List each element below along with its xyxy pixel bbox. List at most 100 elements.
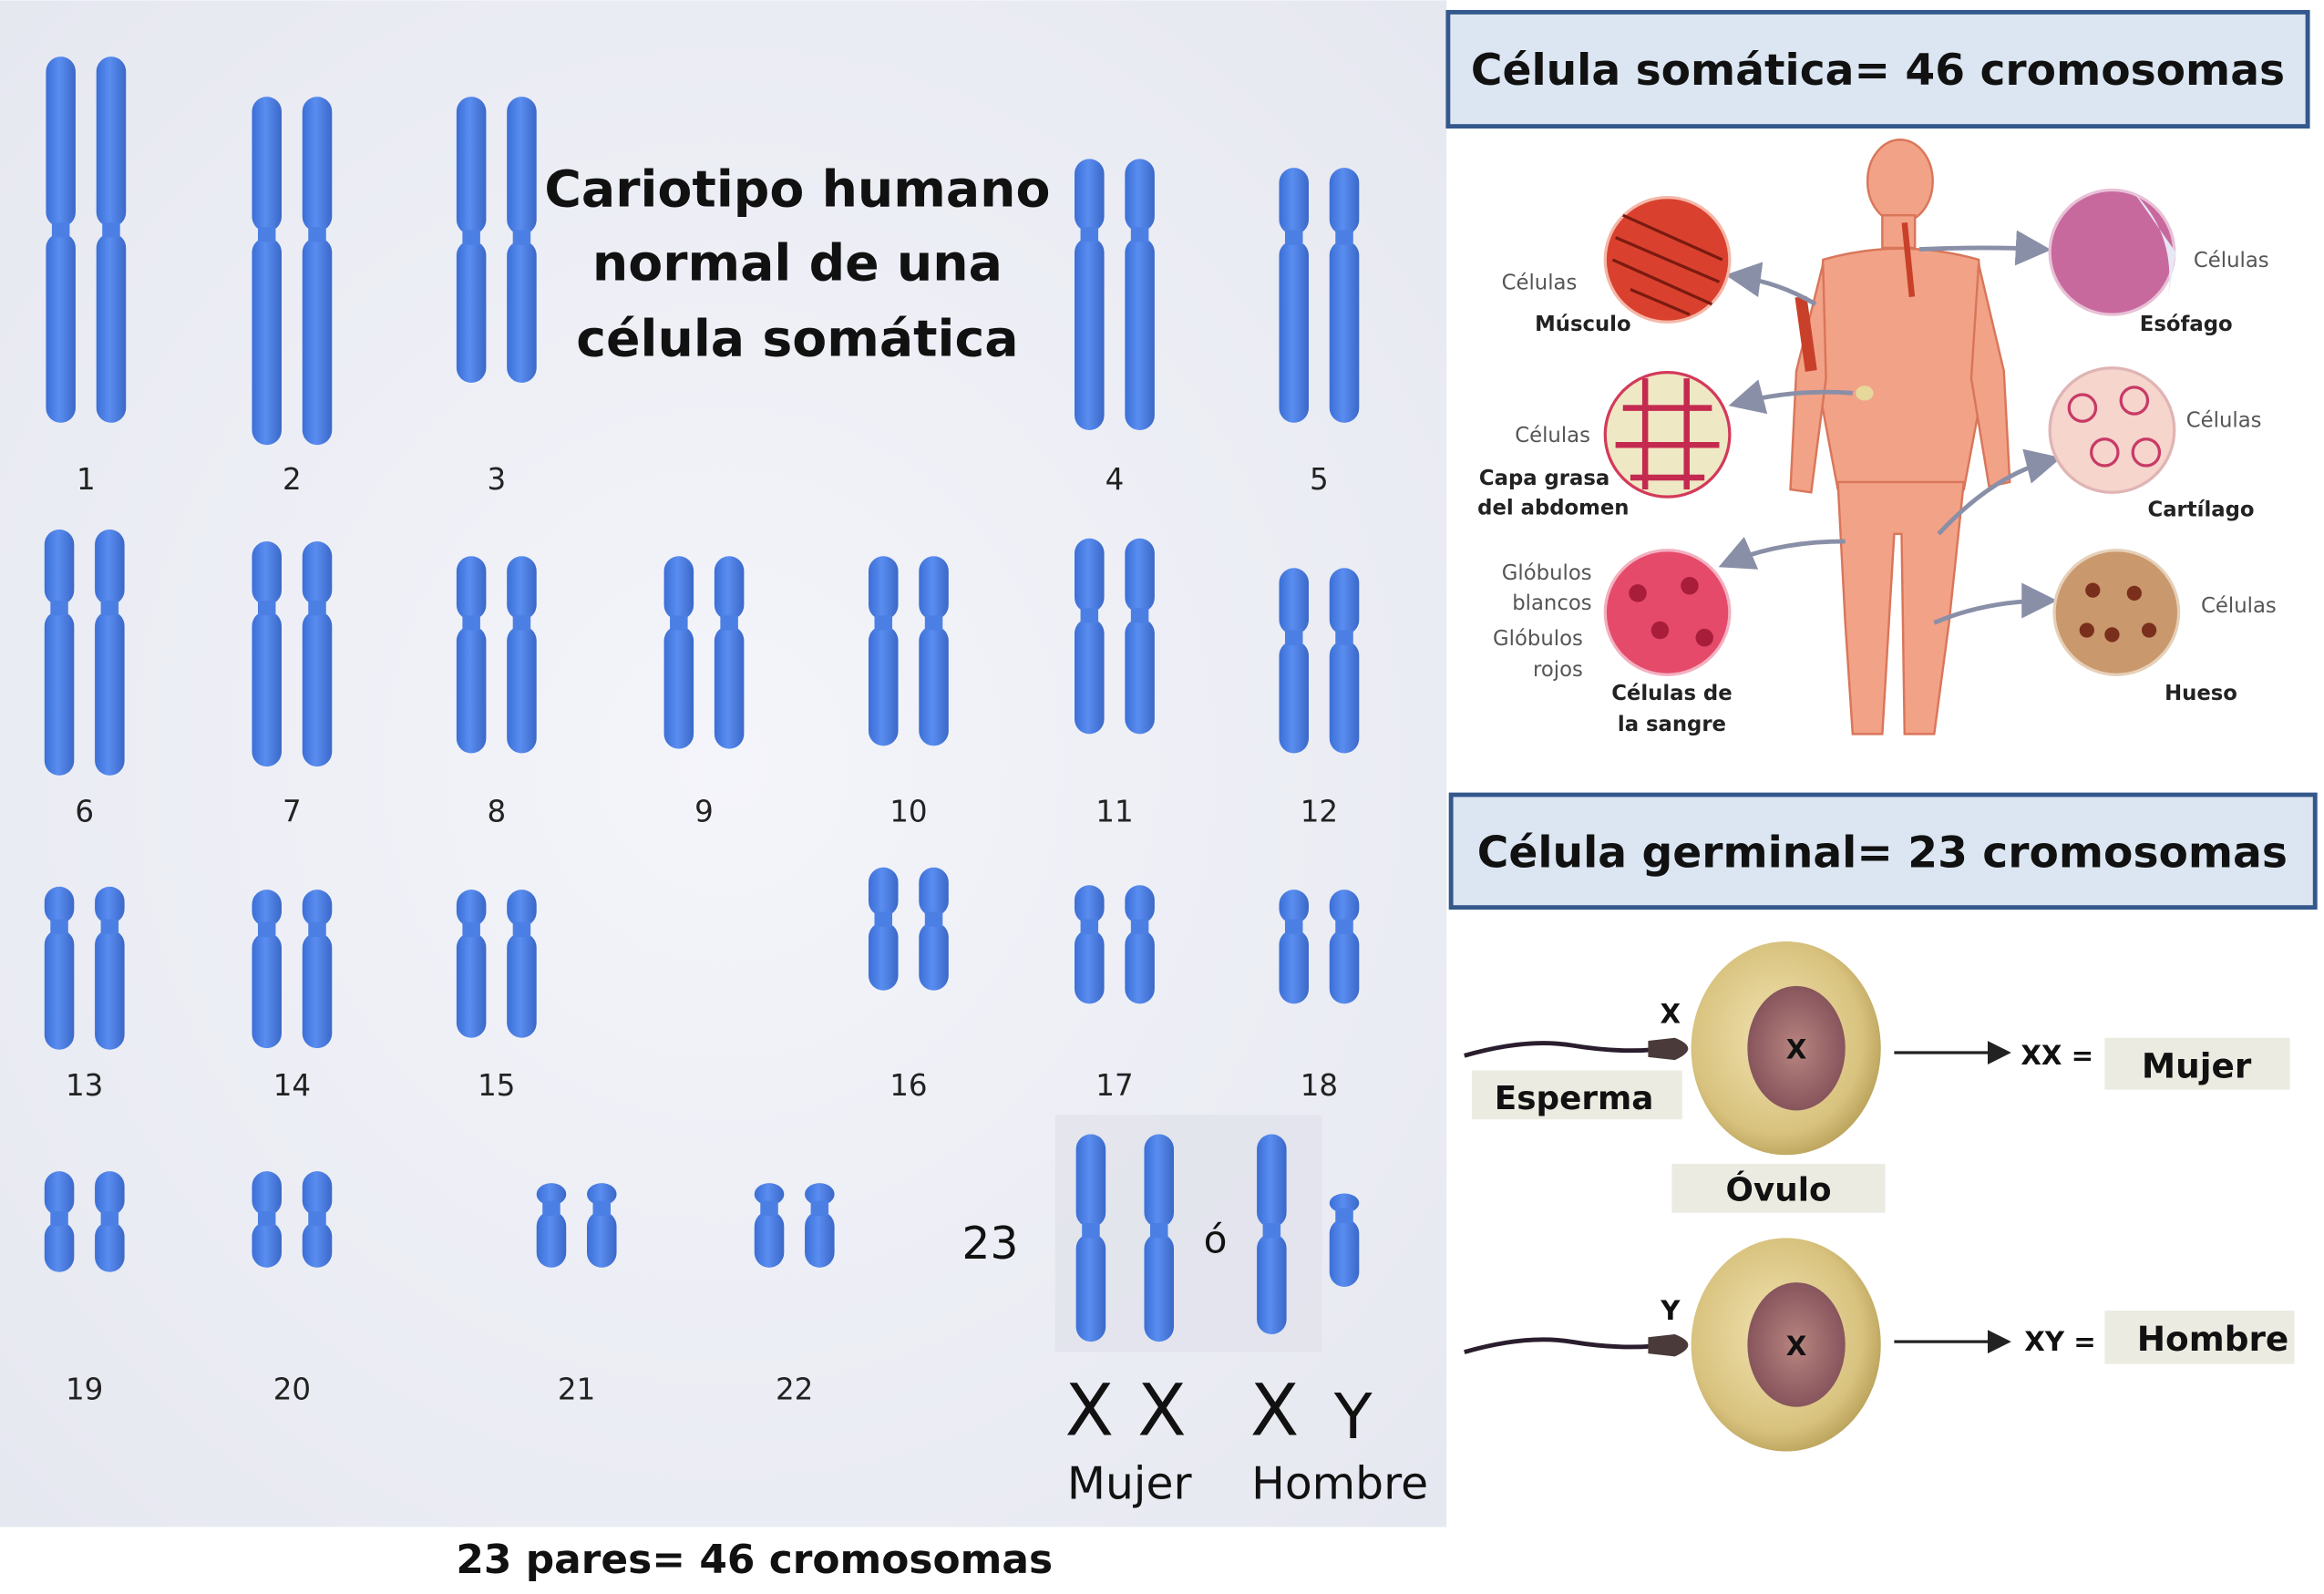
chromatid-short-arm	[587, 1183, 617, 1206]
blood-tissue-circle	[1603, 549, 1732, 676]
chromatid-short-arm	[714, 556, 745, 621]
fat-name-2: del abdomen	[1477, 497, 1629, 520]
pair-label: 2	[283, 462, 302, 497]
centromere	[720, 615, 738, 631]
germinal-title-box	[1448, 792, 2318, 910]
chromatid-long-arm	[456, 625, 487, 754]
centromere	[50, 601, 68, 616]
chromatid-long-arm	[95, 611, 125, 776]
chromosome-18-b	[1329, 890, 1360, 1004]
cartilage-cells-label: Células	[2186, 409, 2262, 433]
chromatid-short-arm	[46, 57, 76, 228]
chromosome-x-female-1	[1075, 1134, 1106, 1342]
karyotype-title-line-2: normal de una	[592, 235, 1003, 293]
chromatid-long-arm	[95, 1221, 125, 1272]
ovum-chromosome-label: X	[1786, 1034, 1807, 1065]
chromosome-x-female-2	[1144, 1134, 1175, 1342]
centromere	[1262, 1223, 1281, 1239]
muscle-name: Músculo	[1535, 313, 1631, 336]
chromosome-7-b	[302, 540, 333, 767]
fat-tissue-circle	[1603, 370, 1732, 499]
chromatid-long-arm	[44, 611, 75, 776]
fat-name-1: Capa grasa	[1479, 467, 1609, 490]
chromosome-y-male	[1329, 1193, 1360, 1287]
sperm-head	[1648, 1037, 1689, 1061]
chromatid-long-arm	[1279, 930, 1310, 1004]
pair-label: 21	[558, 1373, 595, 1407]
chromatid-long-arm	[1075, 237, 1105, 430]
centromere	[50, 919, 68, 934]
chromosome-18-a	[1279, 890, 1310, 1004]
chromatid-long-arm	[507, 625, 537, 754]
female-result-box	[2104, 1037, 2290, 1090]
chromosome-10-a	[868, 556, 899, 746]
chromatid-long-arm	[868, 625, 899, 746]
centromere	[924, 911, 943, 927]
centromere	[50, 1211, 68, 1227]
chromatid-short-arm	[1125, 538, 1155, 613]
pair-label: 14	[273, 1068, 311, 1103]
chromatid-short-arm	[1329, 1193, 1360, 1213]
chromosome-5-a	[1279, 168, 1310, 423]
centromere	[512, 615, 531, 631]
cartilage-tissue-circle	[2048, 366, 2176, 494]
chromatid-short-arm	[1075, 885, 1105, 924]
chromatid-long-arm	[919, 921, 949, 991]
tissue-name-labels: Músculo Esófago Capa grasa del abdomen C…	[1477, 313, 2254, 736]
chromatid-long-arm	[1144, 1233, 1175, 1342]
pair-label: 13	[66, 1068, 103, 1103]
human-body	[1789, 139, 2011, 735]
centromere	[592, 1200, 612, 1216]
centromere	[257, 1211, 276, 1227]
chromatid-short-arm	[1329, 890, 1360, 924]
chromatid-short-arm	[1075, 538, 1105, 613]
chromatid-long-arm	[302, 611, 333, 767]
chromatid-short-arm	[507, 556, 537, 621]
esophagus-name: Esófago	[2140, 313, 2233, 336]
chromatid-short-arm	[868, 556, 899, 621]
chromatid-short-arm	[456, 556, 487, 621]
chromatid-short-arm	[302, 890, 333, 927]
pair-label: 6	[75, 794, 94, 828]
chromatid-long-arm	[1257, 1233, 1287, 1335]
chromosome-9-b	[714, 556, 745, 749]
chromatid-long-arm	[96, 232, 127, 423]
chromatid-short-arm	[1279, 890, 1310, 924]
centromere	[100, 919, 119, 934]
ovum-chromosome-label: X	[1786, 1331, 1807, 1362]
chromosome-10-b	[919, 556, 949, 746]
centromere	[1335, 1208, 1353, 1224]
chromosome-20-a	[252, 1171, 282, 1268]
chromatid-short-arm	[1125, 885, 1155, 924]
chromatid-long-arm	[714, 625, 745, 749]
chromosome-21-b	[587, 1183, 617, 1268]
pair-label: 4	[1105, 462, 1125, 497]
bone-tissue-circle	[2052, 549, 2181, 676]
chromatid-short-arm	[507, 97, 537, 235]
chromosome-5-b	[1329, 168, 1360, 423]
chromatid-long-arm	[587, 1211, 617, 1268]
chromatid-long-arm	[95, 930, 125, 1050]
chromatid-long-arm	[46, 232, 76, 423]
centromere	[1080, 919, 1099, 934]
chromosome-15-b	[507, 890, 537, 1038]
chromosome-8-b	[507, 556, 537, 754]
chromatid-short-arm	[536, 1183, 567, 1206]
chromatid-short-arm	[663, 556, 694, 621]
chromatid-short-arm	[302, 97, 333, 232]
centromere	[257, 227, 276, 242]
chromatid-short-arm	[95, 529, 125, 605]
chromosome-3-b	[507, 97, 537, 383]
pair-label: 10	[889, 794, 927, 828]
centromere	[462, 230, 480, 245]
chromosome-13-b	[95, 886, 125, 1050]
centromere	[924, 615, 943, 631]
chromosome-13-a	[44, 886, 75, 1050]
centromere	[257, 601, 276, 616]
pair-label: 1	[77, 462, 96, 497]
karyotype-title-line-1: Cariotipo humano	[544, 160, 1050, 219]
pair-label: 11	[1095, 794, 1133, 828]
centromere	[102, 222, 120, 238]
chromatid-long-arm	[868, 921, 899, 991]
